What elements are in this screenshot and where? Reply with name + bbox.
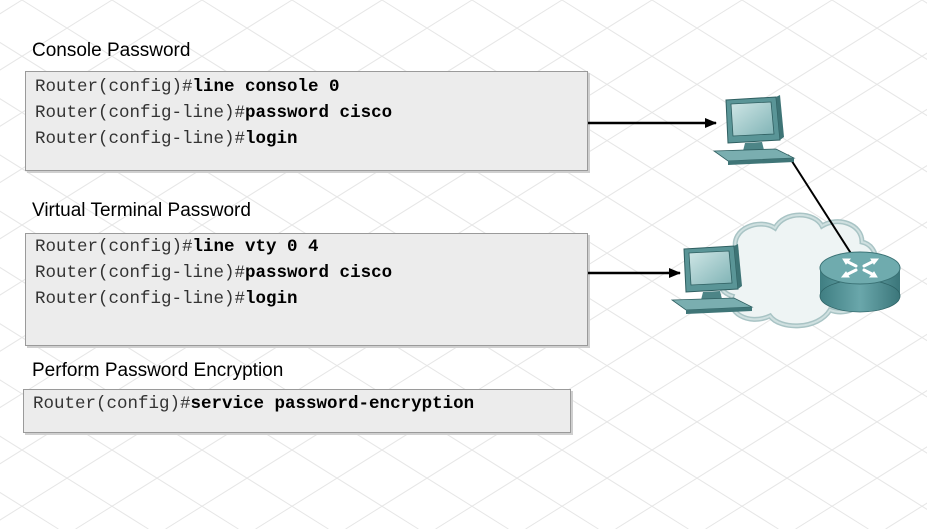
command: login <box>245 129 298 149</box>
console-pc-icon <box>712 95 796 165</box>
prompt: Router(config)# <box>33 394 191 414</box>
router-icon <box>819 251 901 313</box>
encryption-command-box: Router(config)#service password-encrypti… <box>23 389 571 433</box>
command-line: Router(config)#line console 0 <box>35 77 340 97</box>
console-command-box: Router(config)#line console 0 Router(con… <box>25 71 588 171</box>
command: line console 0 <box>192 77 340 97</box>
command-line: Router(config-line)#password cisco <box>35 103 392 123</box>
command: line vty 0 4 <box>192 237 319 257</box>
prompt: Router(config-line)# <box>35 103 246 123</box>
vty-command-box: Router(config)#line vty 0 4 Router(confi… <box>25 233 588 346</box>
prompt: Router(config)# <box>35 237 193 257</box>
prompt: Router(config-line)# <box>35 263 246 283</box>
command: service password-encryption <box>190 394 475 414</box>
command-line: Router(config-line)#login <box>35 129 298 149</box>
command-line: Router(config)#service password-encrypti… <box>33 394 474 414</box>
command: login <box>245 289 298 309</box>
console-password-title: Console Password <box>32 40 191 61</box>
prompt: Router(config-line)# <box>35 129 246 149</box>
command-line: Router(config)#line vty 0 4 <box>35 237 319 257</box>
prompt: Router(config)# <box>35 77 193 97</box>
remote-pc-icon <box>670 244 754 314</box>
command-line: Router(config-line)#login <box>35 289 298 309</box>
console-to-router-link <box>787 154 853 256</box>
command: password cisco <box>245 263 393 283</box>
encryption-title: Perform Password Encryption <box>32 360 284 381</box>
vty-password-title: Virtual Terminal Password <box>32 200 251 221</box>
command: password cisco <box>245 103 393 123</box>
prompt: Router(config-line)# <box>35 289 246 309</box>
command-line: Router(config-line)#password cisco <box>35 263 392 283</box>
